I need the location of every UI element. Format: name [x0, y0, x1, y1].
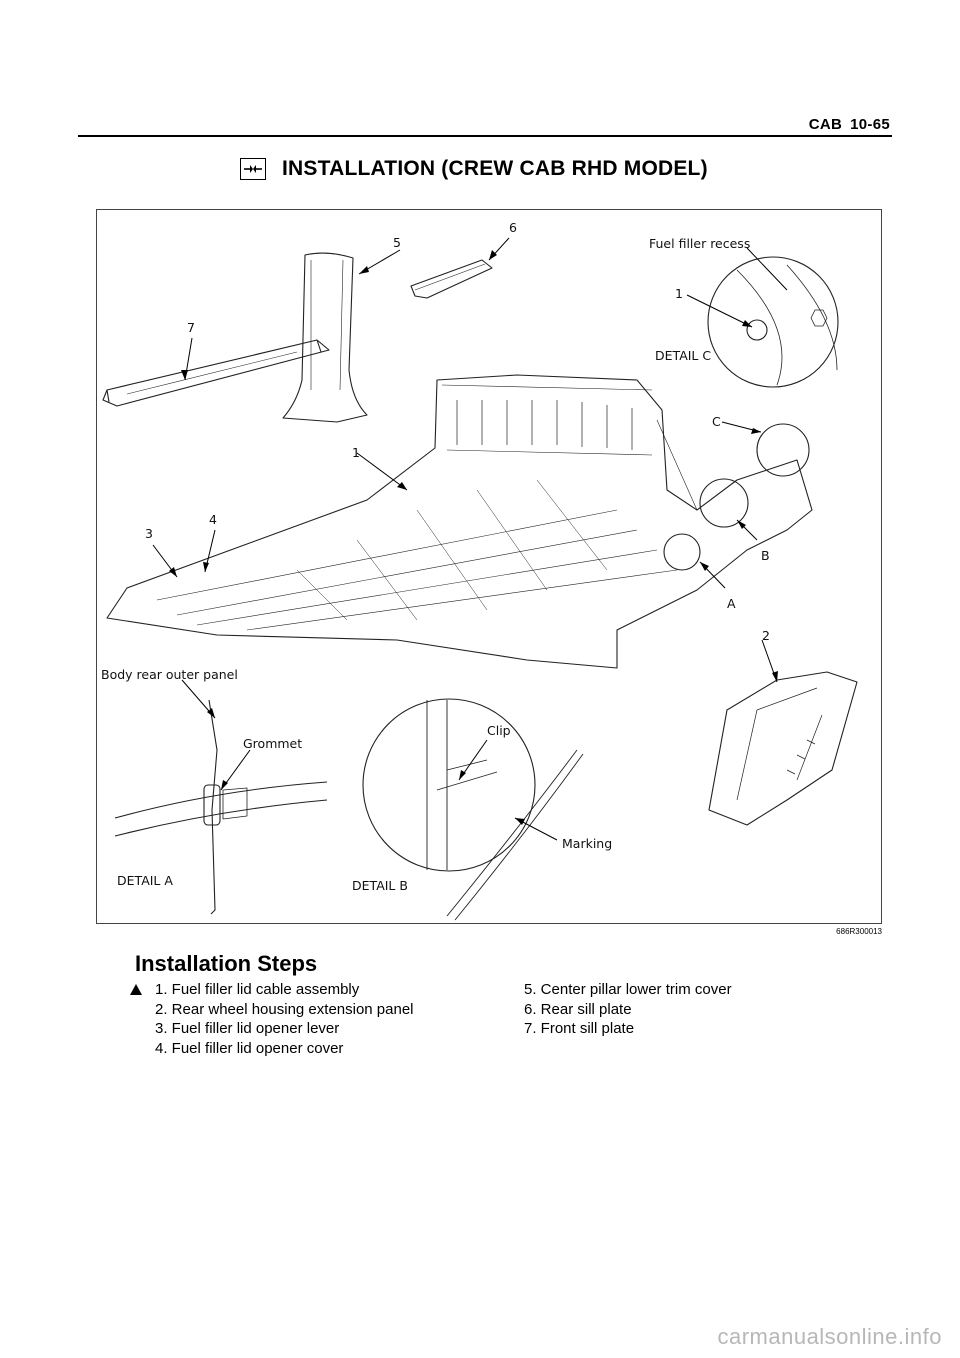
step-item: 5. Center pillar lower trim cover: [524, 980, 732, 1000]
installation-arrows-icon: [240, 158, 266, 180]
step-text: 5. Center pillar lower trim cover: [524, 981, 732, 998]
steps-right-column: 5. Center pillar lower trim cover 6. Rea…: [524, 980, 732, 1039]
step-item: 1. Fuel filler lid cable assembly: [130, 980, 414, 1000]
label-detail-c: DETAIL C: [655, 348, 711, 363]
detail-b-circle: [362, 698, 536, 872]
step-text: 7. Front sill plate: [524, 1020, 635, 1037]
detail-b-marker: [699, 478, 749, 528]
detail-a-marker: [663, 533, 701, 571]
steps-left-column: 1. Fuel filler lid cable assembly 2. Rea…: [130, 980, 414, 1058]
label-part-5: 5: [393, 235, 401, 250]
detail-c-circle: [707, 256, 839, 388]
step-text: 6. Rear sill plate: [524, 1000, 632, 1018]
rear-wheel-housing-panel: [708, 671, 858, 826]
label-fuel-filler-recess: Fuel filler recess: [649, 236, 750, 251]
figure-id: 686R300013: [836, 927, 882, 936]
triangle-marker-icon: [130, 984, 155, 996]
label-marking: Marking: [562, 836, 612, 851]
label-grommet: Grommet: [243, 736, 302, 751]
title-row: INSTALLATION (CREW CAB RHD MODEL): [240, 157, 708, 181]
center-pillar-trim: [282, 252, 368, 423]
front-sill-plate: [102, 339, 330, 407]
header-rule: [78, 135, 892, 137]
installation-diagram: 5 6 7 1 3 4 2 1 Fuel filler recess DETAI…: [101, 220, 858, 921]
step-item: 4. Fuel filler lid opener cover: [130, 1039, 414, 1059]
label-part-1-main: 1: [352, 445, 360, 460]
page-title: INSTALLATION (CREW CAB RHD MODEL): [282, 157, 708, 180]
step-text: 1. Fuel filler lid cable assembly: [155, 981, 360, 998]
label-part-1-detail: 1: [675, 286, 683, 301]
step-item: 6. Rear sill plate: [524, 1000, 732, 1020]
step-item: 7. Front sill plate: [524, 1019, 732, 1039]
label-clip: Clip: [487, 723, 511, 738]
label-ref-a: A: [727, 596, 736, 611]
steps-title: Installation Steps: [135, 951, 318, 976]
label-detail-a: DETAIL A: [117, 873, 173, 888]
page-header: CAB 10-65: [809, 116, 890, 133]
step-text: 4. Fuel filler lid opener cover: [155, 1039, 344, 1057]
fuel-cable-strap: [446, 749, 578, 917]
rear-sill-plate: [410, 259, 493, 299]
label-detail-b: DETAIL B: [352, 878, 408, 893]
section-name: CAB: [808, 116, 843, 133]
installation-figure: 5 6 7 1 3 4 2 1 Fuel filler recess DETAI…: [96, 209, 882, 924]
grommet: [203, 784, 221, 826]
step-item: 2. Rear wheel housing extension panel: [130, 1000, 414, 1020]
watermark: carmanualsonline.info: [717, 1324, 942, 1349]
label-body-rear-outer-panel: Body rear outer panel: [101, 667, 238, 682]
step-text: 3. Fuel filler lid opener lever: [155, 1020, 340, 1037]
label-ref-c: C: [712, 414, 721, 429]
label-part-4: 4: [209, 512, 217, 527]
label-ref-b: B: [761, 548, 770, 563]
label-part-3: 3: [145, 526, 153, 541]
detail-c-marker: [756, 423, 810, 477]
body-rear-outer-panel: [208, 699, 218, 915]
step-text: 2. Rear wheel housing extension panel: [155, 1000, 414, 1018]
label-part-2: 2: [762, 628, 770, 643]
floor-panel: [106, 374, 813, 669]
page-number: 10-65: [850, 116, 890, 133]
label-part-7: 7: [187, 320, 195, 335]
label-part-6: 6: [509, 220, 517, 235]
step-item: 3. Fuel filler lid opener lever: [130, 1019, 414, 1039]
